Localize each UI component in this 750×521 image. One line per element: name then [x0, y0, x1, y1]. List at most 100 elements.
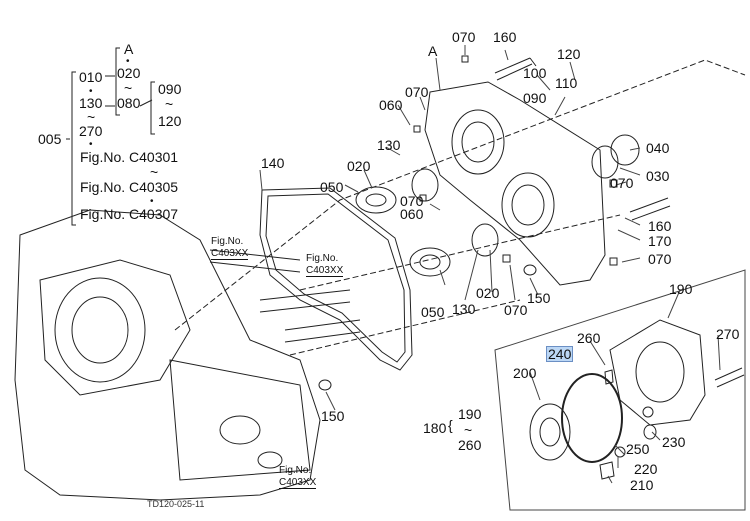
fig-ref-1[interactable]: Fig.No. C40301 [80, 149, 179, 165]
part-label-260[interactable]: 260 [577, 330, 601, 346]
shaft-upper [209, 249, 301, 273]
part-label-070[interactable]: 070 [648, 251, 672, 267]
bullet-marker: • [89, 86, 93, 97]
bracket-005 [71, 71, 76, 226]
part-label-150[interactable]: 150 [527, 290, 551, 306]
tilde-mark: ~ [464, 422, 473, 438]
part-label-150[interactable]: 150 [321, 408, 345, 424]
part-label-130[interactable]: 130 [452, 301, 476, 317]
range-col1-end: 270 [79, 123, 103, 139]
part-label-210[interactable]: 210 [630, 477, 654, 493]
case-bore-inner [71, 296, 129, 364]
part-label-070[interactable]: 070 [400, 193, 424, 209]
fig-callout-link[interactable]: C403XX [306, 265, 344, 277]
tilde-mark: ~ [87, 109, 96, 125]
bolt-160a [494, 57, 537, 81]
plug-070d [609, 179, 618, 188]
fig-callout-line1: Fig.No. [306, 253, 339, 264]
pump-housing-cover [424, 81, 606, 286]
part-label-240-selected[interactable]: 240 [546, 346, 574, 362]
valve-block [169, 359, 311, 481]
pump-cover-bore [635, 341, 685, 403]
part-label-050[interactable]: 050 [421, 304, 445, 320]
fig-callout-link[interactable]: C403XX [211, 248, 249, 260]
fig-ref-3[interactable]: Fig.No. C40307 [80, 206, 179, 222]
valve-port [257, 451, 283, 469]
ring-040 [610, 134, 640, 166]
seal-050b [409, 247, 451, 277]
part-label-160[interactable]: 160 [493, 29, 517, 45]
part-label-100[interactable]: 100 [523, 65, 547, 81]
drawing-number: TD120-025-11 [147, 499, 205, 509]
fig-callout-line1: Fig.No. [211, 236, 244, 247]
part-label-070[interactable]: 070 [504, 302, 528, 318]
reference-plane-line [299, 214, 621, 291]
o-ring-220 [614, 446, 626, 458]
shaft-middle [259, 289, 351, 313]
part-label-160[interactable]: 160 [648, 218, 672, 234]
range-col3-start: 090 [158, 81, 182, 97]
part-label-020[interactable]: 020 [476, 285, 500, 301]
seal-050a [355, 186, 397, 214]
part-label-070[interactable]: 070 [405, 84, 429, 100]
cover-bore-2-inner [511, 184, 545, 226]
part-label-250[interactable]: 250 [626, 441, 650, 457]
plug-210 [599, 461, 615, 480]
transmission-case [14, 209, 321, 501]
bullet-marker: • [126, 56, 130, 67]
valve-port [219, 415, 261, 445]
shaft-lower [284, 319, 361, 343]
part-label-220[interactable]: 220 [634, 461, 658, 477]
range-col1-start: 010 [79, 69, 103, 85]
gasket-140 [259, 187, 413, 371]
range-col1-mid: 130 [79, 95, 103, 111]
part-label-110[interactable]: 110 [555, 75, 578, 91]
gasket-140-inner [265, 193, 406, 363]
part-label-190[interactable]: 190 [669, 281, 693, 297]
part-label-030[interactable]: 030 [646, 168, 670, 184]
seal-030 [591, 145, 619, 179]
fig-ref-2[interactable]: Fig.No. C40305 [80, 179, 179, 195]
cover-bore-inner [461, 121, 495, 163]
part-label-130[interactable]: 130 [377, 137, 401, 153]
subassembly-from[interactable]: 190 [458, 406, 482, 422]
transmission-case-bore [39, 259, 191, 396]
fig-callout-link[interactable]: C403XX [279, 477, 317, 489]
part-label-230[interactable]: 230 [662, 434, 686, 450]
part-label-270[interactable]: 270 [716, 326, 740, 342]
subassembly-number: 180 [423, 420, 447, 436]
plug-070b [413, 125, 421, 133]
part-label-060[interactable]: 060 [400, 206, 424, 222]
bearing-020b [471, 223, 499, 257]
part-label-170[interactable]: 170 [648, 233, 672, 249]
part-label-120[interactable]: 120 [557, 46, 581, 62]
part-label-090[interactable]: 090 [523, 90, 547, 106]
plug-070e [609, 257, 618, 266]
range-col2-start: 020 [117, 65, 141, 81]
o-ring-250 [642, 406, 654, 418]
subassembly-to[interactable]: 260 [458, 437, 482, 453]
part-label-140[interactable]: 140 [261, 155, 285, 171]
part-label-070[interactable]: 070 [610, 175, 634, 191]
assembly-number: 005 [38, 131, 62, 147]
range-col2-end: 080 [117, 95, 141, 111]
bracket-090 [150, 81, 155, 135]
plug-070f [502, 254, 511, 263]
cover-bore [451, 109, 505, 175]
ref-a-housing: A [428, 43, 438, 59]
part-label-060[interactable]: 060 [379, 97, 403, 113]
part-label-040[interactable]: 040 [646, 140, 670, 156]
part-label-070[interactable]: 070 [452, 29, 476, 45]
pump-rotor-200 [529, 403, 571, 461]
part-label-020[interactable]: 020 [347, 158, 371, 174]
subassembly-bracket: { [448, 417, 453, 433]
tilde-mark: ~ [124, 80, 133, 96]
o-ring-150a [523, 264, 537, 276]
part-label-200[interactable]: 200 [513, 365, 537, 381]
bracket-connectors [105, 75, 153, 107]
cover-bore-2 [501, 172, 555, 238]
pin-260 [604, 369, 614, 385]
part-label-050[interactable]: 050 [320, 179, 344, 195]
bolt-160b [629, 197, 671, 221]
range-col3-end: 120 [158, 113, 182, 129]
